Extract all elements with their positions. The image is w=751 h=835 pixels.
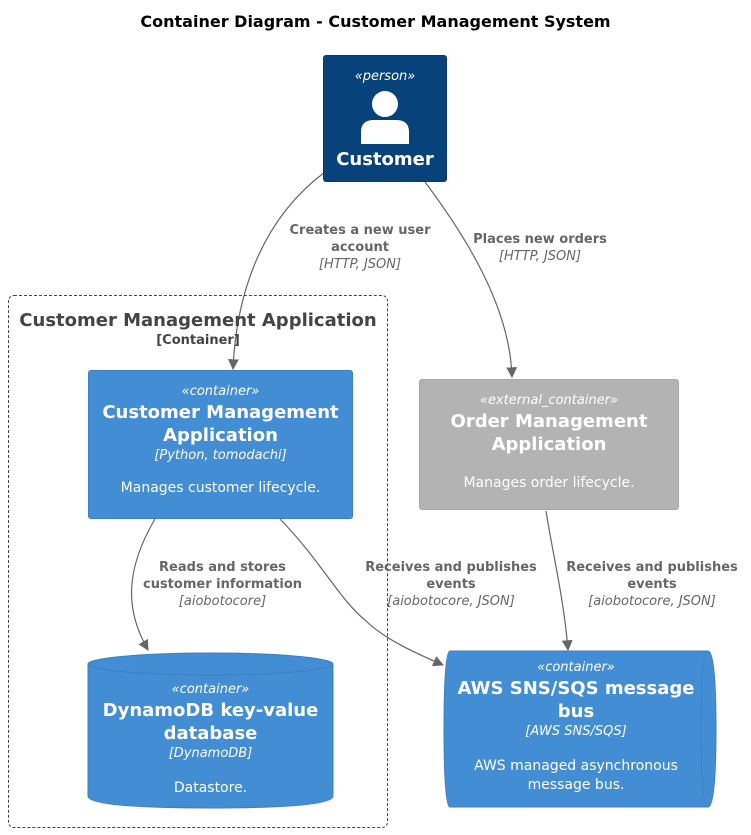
- label-read-store: Reads and stores customer information [a…: [130, 559, 315, 610]
- cma-description: Manages customer lifecycle.: [120, 480, 321, 496]
- cma-name-line2: Application: [163, 425, 278, 446]
- oma-stereotype: «external_container»: [479, 393, 619, 408]
- label-place-orders: Places new orders [HTTP, JSON]: [455, 231, 625, 265]
- bus-stereotype: «container»: [537, 660, 615, 675]
- system-boundary: [8, 295, 388, 828]
- person-customer[interactable]: «person» Customer: [323, 55, 447, 182]
- cma-name-line1: Customer Management: [102, 402, 339, 423]
- db-stereotype: «container»: [171, 682, 250, 697]
- read-store-line1: Reads and stores: [159, 560, 286, 575]
- container-customer-management-app[interactable]: «container» Customer Management Applicat…: [88, 370, 353, 519]
- person-stereotype: «person»: [354, 69, 416, 84]
- bus-name-line2: bus: [557, 701, 595, 722]
- message-bus-cylinder: [443, 650, 717, 808]
- db-description: Datastore.: [173, 780, 248, 796]
- bus-description-line2: message bus.: [527, 777, 625, 793]
- dynamodb-cylinder: [87, 652, 334, 809]
- create-account-technology: [HTTP, JSON]: [318, 257, 402, 272]
- create-account-line2: account: [331, 240, 389, 255]
- edge-place-orders: [424, 181, 518, 379]
- cma-events-technology: [aiobotocore, JSON]: [387, 594, 515, 609]
- read-store-technology: [aiobotocore]: [178, 594, 267, 609]
- edge-oma-events: [545, 510, 573, 652]
- place-orders-label: Places new orders: [473, 232, 607, 247]
- oma-events-technology: [aiobotocore, JSON]: [588, 594, 716, 609]
- db-name-line2: database: [163, 723, 258, 744]
- oma-description: Manages order lifecycle.: [463, 475, 635, 491]
- cma-technology: [Python, tomodachi]: [154, 448, 287, 463]
- cma-events-line2: events: [426, 577, 476, 592]
- oma-events-line1: Receives and publishes: [566, 560, 738, 575]
- boundary-type: [Container]: [156, 333, 240, 348]
- label-oma-events: Receives and publishes events [aiobotoco…: [554, 559, 750, 610]
- cma-events-line1: Receives and publishes: [365, 560, 537, 575]
- cma-stereotype: «container»: [181, 384, 260, 399]
- boundary-title: Customer Management Application: [19, 310, 377, 331]
- read-store-line2: customer information: [142, 577, 303, 592]
- oma-name-line2: Application: [491, 434, 607, 455]
- edge-create-account: [228, 171, 326, 371]
- edge-cma-events: [279, 518, 444, 667]
- bus-description-line1: AWS managed asynchronous: [474, 758, 678, 774]
- diagram-title: Container Diagram - Customer Management …: [140, 12, 611, 31]
- db-name-line1: DynamoDB key-value: [102, 700, 319, 721]
- db-technology: [DynamoDB]: [168, 746, 253, 761]
- edge-read-store: [130, 518, 156, 651]
- label-cma-events: Receives and publishes events [aiobotoco…: [352, 559, 550, 610]
- container-dynamodb[interactable]: «container» DynamoDB key-value database …: [88, 681, 333, 798]
- container-order-management-app[interactable]: «external_container» Order Management Ap…: [419, 379, 679, 510]
- oma-name-line1: Order Management: [450, 411, 648, 432]
- place-orders-technology: [HTTP, JSON]: [498, 249, 582, 264]
- container-message-bus[interactable]: «container» AWS SNS/SQS message bus [AWS…: [445, 659, 707, 795]
- bus-name-line1: AWS SNS/SQS message: [457, 678, 695, 699]
- person-name: Customer: [336, 149, 434, 170]
- bus-technology: [AWS SNS/SQS]: [525, 724, 627, 739]
- oma-events-line2: events: [627, 577, 677, 592]
- label-create-account: Creates a new user account [HTTP, JSON]: [270, 222, 450, 273]
- create-account-line1: Creates a new user: [289, 223, 431, 238]
- person-icon: [361, 91, 409, 144]
